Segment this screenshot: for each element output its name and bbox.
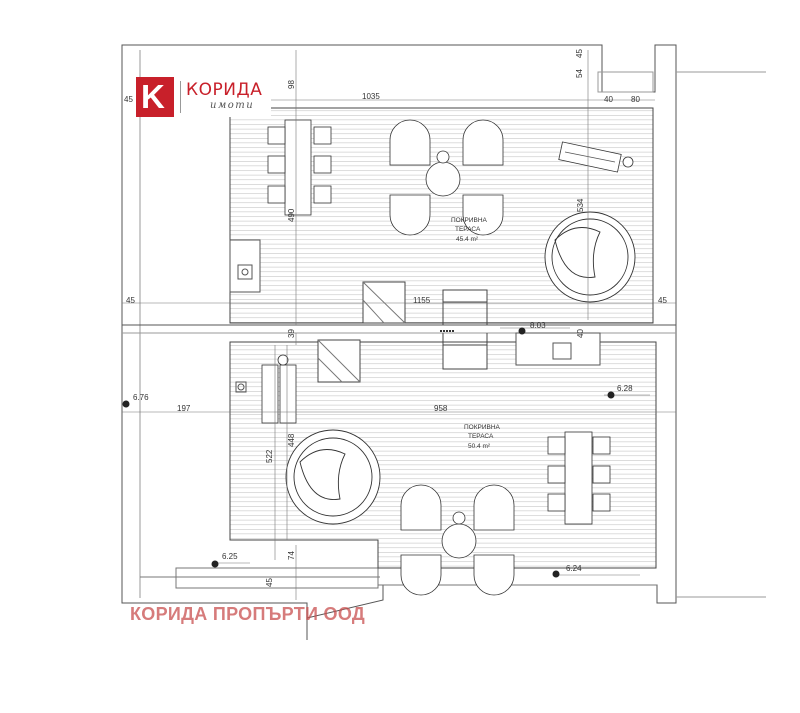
watermark-text: КОРИДА ПРОПЪРТИ ООД <box>130 604 366 624</box>
dim-top-98: 98 <box>287 80 296 89</box>
upper-terrace-title-2: ТЕРАСА <box>455 226 481 233</box>
dimension-labels: 45 54 98 1035 40 80 45 490 534 45 45 115… <box>124 49 667 587</box>
lower-terrace-title-2: ТЕРАСА <box>468 433 494 440</box>
logo-subtitle: имоти <box>210 100 255 111</box>
level-628: 6.28 <box>617 384 633 393</box>
dimension-lines <box>122 50 676 600</box>
dim-width-958: 958 <box>434 404 448 413</box>
lower-terrace-area: 50.4 m² <box>468 443 491 450</box>
level-labels: 8.03 6.76 6.28 6.25 6.24 <box>133 321 633 573</box>
dim-bottom-74: 74 <box>287 551 296 560</box>
dim-left-45-mid: 45 <box>126 296 135 305</box>
lounge-set-lower <box>400 484 515 596</box>
company-logo: K КОРИДА имоти <box>136 77 271 117</box>
lounge-set-upper <box>389 119 504 236</box>
dim-width-1035: 1035 <box>362 92 380 101</box>
dim-left-45-top: 45 <box>124 95 133 104</box>
level-676: 6.76 <box>133 393 149 402</box>
dim-top-54: 54 <box>575 69 584 78</box>
dim-mid-40: 40 <box>576 329 585 338</box>
logo-mark: K <box>136 77 174 117</box>
sun-lounger-lower <box>261 354 297 424</box>
dim-bottom-45: 45 <box>265 578 274 587</box>
sun-lounger-upper <box>558 141 634 173</box>
level-625: 6.25 <box>222 552 238 561</box>
level-803: 8.03 <box>530 321 546 330</box>
level-624: 6.24 <box>566 564 582 573</box>
hot-tub-lower <box>285 429 381 525</box>
dim-height-522: 522 <box>265 449 274 463</box>
dim-height-534: 534 <box>576 198 585 212</box>
upper-terrace-title-1: ПОКРИВНА <box>451 217 488 224</box>
logo-divider <box>180 81 181 113</box>
dim-right-80: 80 <box>631 95 640 104</box>
logo-k-letter: K <box>141 78 165 115</box>
logo-name: КОРИДА <box>186 80 263 100</box>
dining-set-lower <box>547 431 611 525</box>
dining-set-upper <box>267 119 332 216</box>
lower-terrace-title-1: ПОКРИВНА <box>464 424 501 431</box>
upper-terrace-area: 45.4 m² <box>456 236 479 243</box>
dim-height-448: 448 <box>287 433 296 447</box>
level-markers <box>122 327 615 578</box>
dim-width-1155: 1155 <box>413 296 431 305</box>
dim-top-45: 45 <box>575 49 584 58</box>
hot-tub-upper <box>544 211 636 303</box>
terrace-labels: ПОКРИВНА ТЕРАСА 45.4 m² ПОКРИВНА ТЕРАСА … <box>451 217 501 450</box>
dim-right-40: 40 <box>604 95 613 104</box>
dim-width-197: 197 <box>177 404 191 413</box>
dim-right-45-mid: 45 <box>658 296 667 305</box>
dim-height-490: 490 <box>287 208 296 222</box>
dim-mid-39: 39 <box>287 329 296 338</box>
